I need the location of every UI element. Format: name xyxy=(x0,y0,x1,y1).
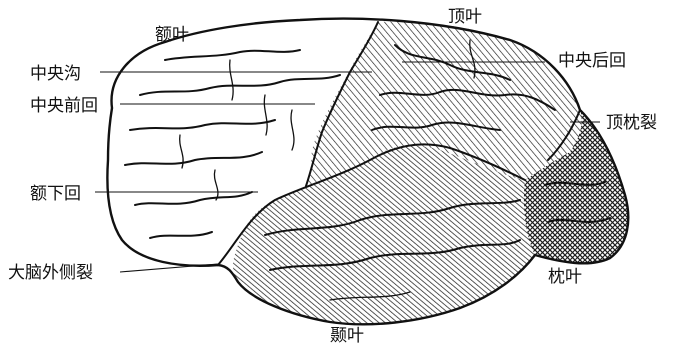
label-parieto-occipital-sulcus: 顶枕裂 xyxy=(606,113,657,133)
label-frontal-lobe: 额叶 xyxy=(155,25,189,45)
label-inferior-frontal-gyrus: 额下回 xyxy=(30,184,81,204)
label-temporal-lobe: 颞叶 xyxy=(330,326,364,346)
label-precentral-gyrus: 中央前回 xyxy=(30,96,98,116)
label-central-sulcus: 中央沟 xyxy=(30,64,81,84)
label-parietal-lobe: 顶叶 xyxy=(448,7,482,27)
label-lateral-sulcus: 大脑外侧裂 xyxy=(8,263,93,283)
label-occipital-lobe: 枕叶 xyxy=(548,267,582,287)
label-postcentral-gyrus: 中央后回 xyxy=(558,51,626,71)
